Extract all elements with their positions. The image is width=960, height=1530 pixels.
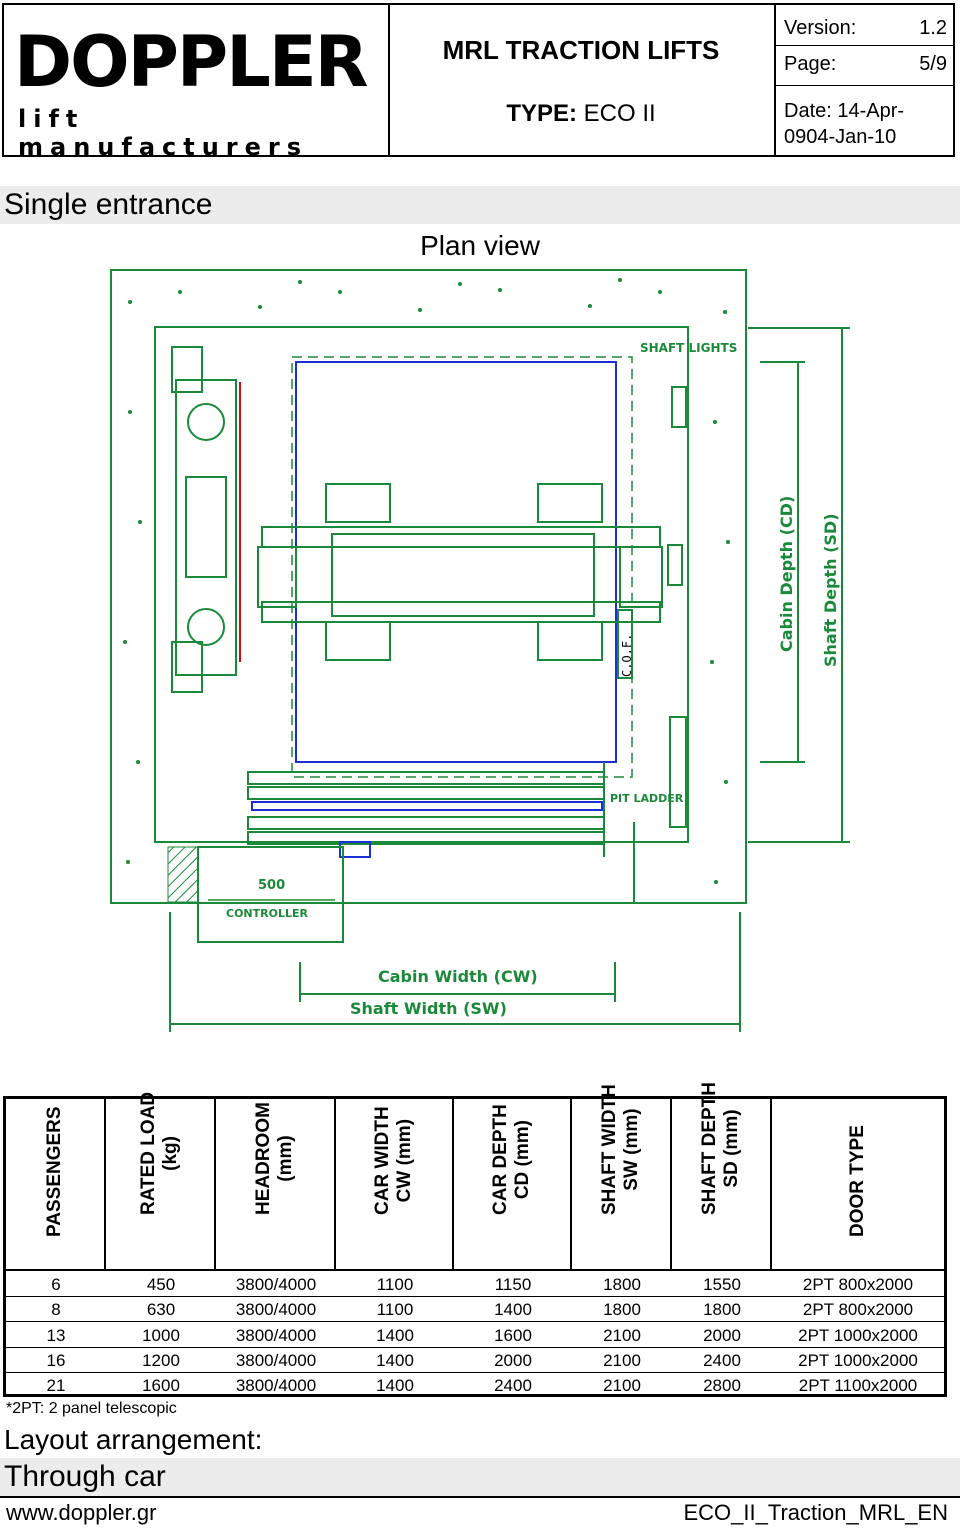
page-value: 5/9: [919, 53, 947, 75]
lift-type: TYPE: ECO II: [388, 100, 774, 128]
layout-title: Layout arrangement:: [4, 1424, 263, 1455]
section-band: Single entrance: [0, 186, 960, 224]
date-line-1: Date: 14-Apr-: [784, 100, 905, 122]
layout-value: Through car: [4, 1460, 166, 1493]
label-cabin-depth: Cabin Depth (CD): [777, 496, 796, 652]
document-header: DOPPLER lift manufacturers MRL TRACTION …: [2, 3, 955, 161]
car-outline: [295, 361, 617, 763]
type-label: TYPE:: [506, 100, 577, 127]
label-500: 500: [258, 878, 285, 893]
type-value: ECO II: [583, 100, 656, 127]
header-rated-load: RATED LOAD(kg): [106, 1092, 216, 1269]
logo-tagline: lift manufacturers: [18, 105, 309, 161]
label-shaft-depth: Shaft Depth (SD): [821, 513, 840, 667]
car-clearance: [291, 356, 633, 778]
label-shaft-lights: SHAFT LIGHTS: [640, 341, 737, 355]
version-label: Version:: [784, 17, 857, 39]
machine-assembly: [171, 346, 237, 693]
layout-band: Through car: [0, 1458, 960, 1498]
plan-view-title: Plan view: [420, 230, 540, 261]
page-row: Page: 5/9: [784, 53, 947, 76]
controller-box: [197, 846, 344, 943]
header-passengers: PASSENGERS: [6, 1099, 106, 1269]
document-title: MRL TRACTION LIFTS: [442, 35, 720, 65]
concrete-speckle: [123, 278, 730, 884]
version-row: Version: 1.2: [784, 17, 947, 40]
label-controller: CONTROLLER: [226, 907, 308, 920]
section-title: Single entrance: [4, 188, 213, 221]
car-doors: [251, 801, 603, 858]
version-value: 1.2: [919, 17, 947, 39]
dimension-lines: [169, 327, 850, 1032]
label-pit-ladder: PIT LADDER: [610, 792, 684, 805]
header-door-type: DOOR TYPE: [847, 1125, 868, 1237]
footer-doc-code: ECO_II_Traction_MRL_EN: [683, 1500, 948, 1525]
date-line-2: 0904-Jan-10: [784, 126, 897, 148]
plan-view-drawing: SHAFT LIGHTS Cabin Depth (CD) Shaft Dept…: [110, 269, 850, 1032]
page-label: Page:: [784, 53, 837, 75]
hatched-wall: [167, 846, 199, 903]
door-type-note: *2PT: 2 panel telescopic: [6, 1400, 177, 1417]
car-sling: [257, 386, 687, 828]
footer-website[interactable]: www.doppler.gr: [6, 1500, 157, 1525]
label-cabin-width: Cabin Width (CW): [378, 967, 538, 986]
label-cof: C.O.F.: [620, 634, 634, 677]
document-meta: Version: 1.2 Page: 5/9 Date: 14-Apr- 0904-J…: [776, 5, 955, 155]
shaft-walls: [110, 269, 747, 904]
company-logo: DOPPLER lift manufacturers: [4, 5, 390, 161]
logo-wordmark: DOPPLER: [14, 21, 369, 103]
date-field: Date: 14-Apr- 0904-Jan-10: [784, 98, 904, 150]
label-shaft-width: Shaft Width (SW): [350, 999, 507, 1018]
header-title-block: MRL TRACTION LIFTS TYPE: ECO II: [388, 5, 776, 155]
specification-table: PASSENGERS RATED LOAD(kg) HEADROOM(mm) C…: [3, 1082, 947, 1397]
header-headroom: HEADROOM(mm): [216, 1099, 336, 1269]
landing-doors: [247, 771, 605, 845]
